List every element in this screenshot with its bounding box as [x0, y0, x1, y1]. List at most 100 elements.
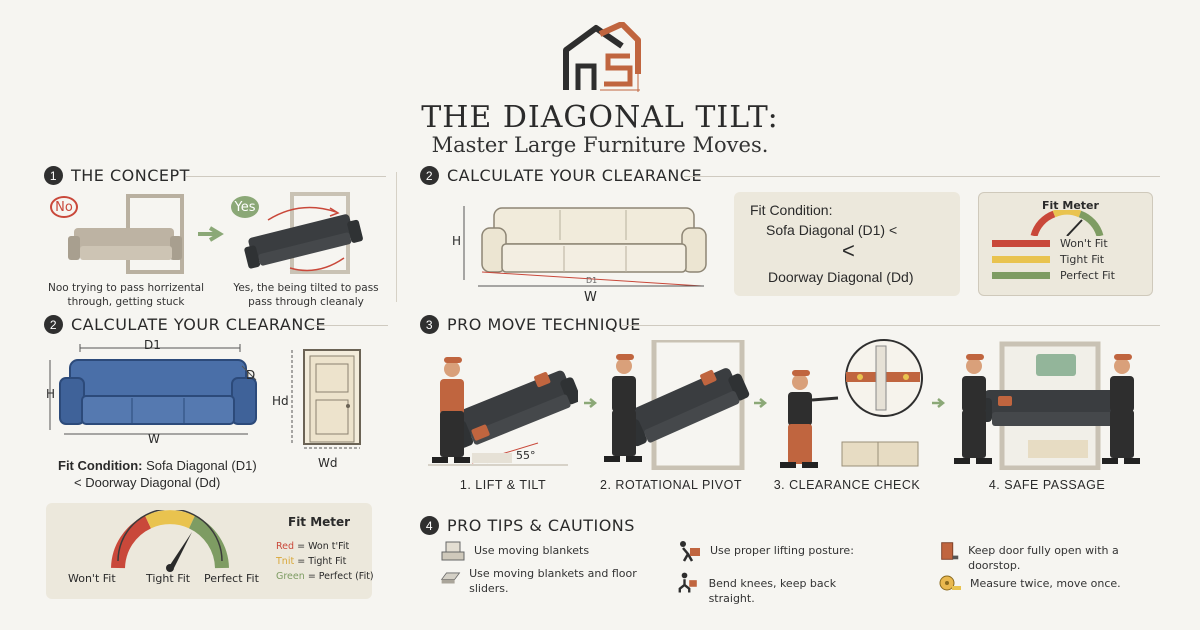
fit-meter-title: Fit Meter: [288, 515, 351, 529]
yes-badge: Yes: [231, 196, 259, 218]
sofa-tilted-illustration: [240, 192, 370, 277]
dimension-d1-right: D1: [586, 276, 598, 285]
arrow-right-icon: [582, 397, 598, 409]
legend-yellow-key: Tnit: [276, 556, 295, 568]
blueprint-sofa-diagram: [44, 338, 260, 446]
legend-green-text: = Perfect (Fit): [307, 571, 374, 583]
section-clearance-right-heading: 2 CALCULATE YOUR CLEARANCE: [420, 166, 702, 185]
tip-item: Use moving blankets and floor sliders.: [440, 566, 640, 597]
section-number: 2: [420, 166, 439, 185]
dimension-d: D: [246, 368, 256, 382]
tip-text: Use moving blankets and floor sliders.: [469, 567, 637, 596]
gauge-label-low: Won't Fit: [68, 572, 116, 585]
step-label-1: 1. LIFT & TILT: [459, 478, 547, 492]
fit-condition-line1: Sofa Diagonal (D1): [146, 458, 257, 473]
step-safe-passage-illustration: [944, 340, 1158, 470]
step-lift-tilt-illustration: [418, 345, 578, 470]
section-technique-heading: 3 PRO MOVE TECHNIQUE: [420, 315, 641, 334]
tilt-angle-label: 55°: [516, 449, 536, 462]
lifting-icon: [680, 541, 700, 562]
tip-text: Measure twice, move once.: [970, 577, 1121, 590]
fit-meter-card: [46, 503, 372, 599]
dimension-h-right: H: [452, 234, 462, 248]
dimension-wd: Wd: [318, 456, 338, 470]
sofa-stuck-illustration: [60, 190, 190, 275]
section-rule: [308, 325, 388, 326]
fit-condition-line2: < Doorway Diagonal (Dd): [74, 475, 221, 490]
legend-red-text: = Won t'Fit: [297, 541, 350, 552]
gauge-label-high: Perfect Fit: [204, 572, 259, 585]
brand-logo: [560, 22, 642, 94]
legend-green-key: Green: [276, 571, 305, 583]
section-rule: [684, 176, 1160, 177]
tip-text: Use moving blankets: [474, 544, 590, 557]
meter-row-label: Perfect Fit: [1060, 269, 1115, 282]
tape-measure-icon: [939, 575, 961, 591]
arrow-right-icon: [752, 397, 768, 409]
fit-condition-right-symbol: <: [842, 238, 855, 263]
step-clearance-check-illustration: [774, 338, 924, 470]
swatch-yellow: [992, 256, 1050, 263]
fit-condition-right-line2: Doorway Diagonal (Dd): [768, 269, 914, 285]
tip-item: Use moving blankets: [440, 540, 640, 562]
yes-caption: Yes, the being tilted to pass pass throu…: [233, 282, 379, 309]
fit-meter-legend: Red = Won t'Fit Tnit = Tight Fit Green =…: [276, 539, 374, 585]
section-number: 1: [44, 166, 63, 185]
section-rule: [622, 325, 1160, 326]
mini-gauge: [1028, 210, 1106, 236]
dimension-w-right: W: [584, 290, 597, 305]
section-title: PRO TIPS & CAUTIONS: [447, 516, 635, 535]
fit-condition-left: Fit Condition: Sofa Diagonal (D1): [58, 458, 257, 473]
page-title: THE DIAGONAL TILT:: [421, 100, 779, 135]
meter-row-label: Tight Fit: [1060, 253, 1105, 266]
section-clearance-heading: 2 CALCULATE YOUR CLEARANCE: [44, 315, 326, 334]
column-divider: [396, 172, 397, 302]
fit-meter-right-legend: Won't Fit Tight Fit Perfect Fit: [992, 237, 1115, 282]
fit-gauge: [108, 510, 232, 572]
meter-row-red: Won't Fit: [992, 237, 1115, 250]
meter-row-yellow: Tight Fit: [992, 253, 1115, 266]
no-badge: No: [50, 196, 78, 218]
dimension-d1: D1: [144, 338, 161, 352]
section-number: 2: [44, 315, 63, 334]
gauge-label-mid: Tight Fit: [146, 572, 191, 585]
tip-text: Keep door fully open with a doorstop.: [968, 544, 1119, 573]
swatch-green: [992, 272, 1050, 279]
no-caption: Noo trying to pass horrizental through, …: [47, 282, 205, 309]
section-number: 3: [420, 315, 439, 334]
slider-icon: [440, 572, 461, 584]
section-tips-heading: 4 PRO TIPS & CAUTIONS: [420, 516, 635, 535]
meter-row-green: Perfect Fit: [992, 269, 1115, 282]
step-rotational-pivot-illustration: [600, 340, 750, 470]
door-diagram: [286, 348, 366, 450]
section-concept-heading: 1 THE CONCEPT: [44, 166, 190, 185]
step-label-2: 2. ROTATIONAL PIVOT: [600, 478, 742, 492]
tip-text: Bend knees, keep back straight.: [708, 577, 837, 606]
step-label-3: 3. CLEARANCE CHECK: [773, 478, 921, 492]
page-subtitle: Master Large Furniture Moves.: [431, 133, 769, 157]
section-title: PRO MOVE TECHNIQUE: [447, 315, 641, 334]
fit-condition-right-label: Fit Condition:: [750, 202, 833, 218]
step-label-4: 4. SAFE PASSAGE: [988, 478, 1106, 492]
arrow-right-icon: [930, 397, 946, 409]
section-title: CALCULATE YOUR CLEARANCE: [447, 166, 703, 185]
tip-text: Use proper lifting posture:: [710, 544, 854, 557]
bend-knees-icon: [678, 572, 697, 593]
dimension-hd: Hd: [272, 394, 289, 408]
dimension-w: W: [148, 432, 160, 446]
fit-condition-label: Fit Condition:: [58, 458, 143, 473]
tip-item: Bend knees, keep back straight.: [676, 572, 876, 607]
section-title: CALCULATE YOUR CLEARANCE: [71, 315, 327, 334]
fit-meter-right-title: Fit Meter: [1042, 199, 1099, 212]
tip-item: Use proper lifting posture:: [676, 540, 876, 562]
section-number: 4: [420, 516, 439, 535]
dimension-h: H: [46, 387, 56, 401]
section-title: THE CONCEPT: [71, 166, 190, 185]
fit-condition-right-line1: Sofa Diagonal (D1) <: [766, 222, 898, 238]
tip-item: Keep door fully open with a doorstop.: [938, 540, 1158, 574]
swatch-red: [992, 240, 1050, 247]
section-rule: [186, 176, 386, 177]
legend-red-key: Red: [276, 541, 295, 552]
meter-row-label: Won't Fit: [1060, 237, 1108, 250]
legend-yellow-text: = Tight Fit: [297, 556, 347, 568]
